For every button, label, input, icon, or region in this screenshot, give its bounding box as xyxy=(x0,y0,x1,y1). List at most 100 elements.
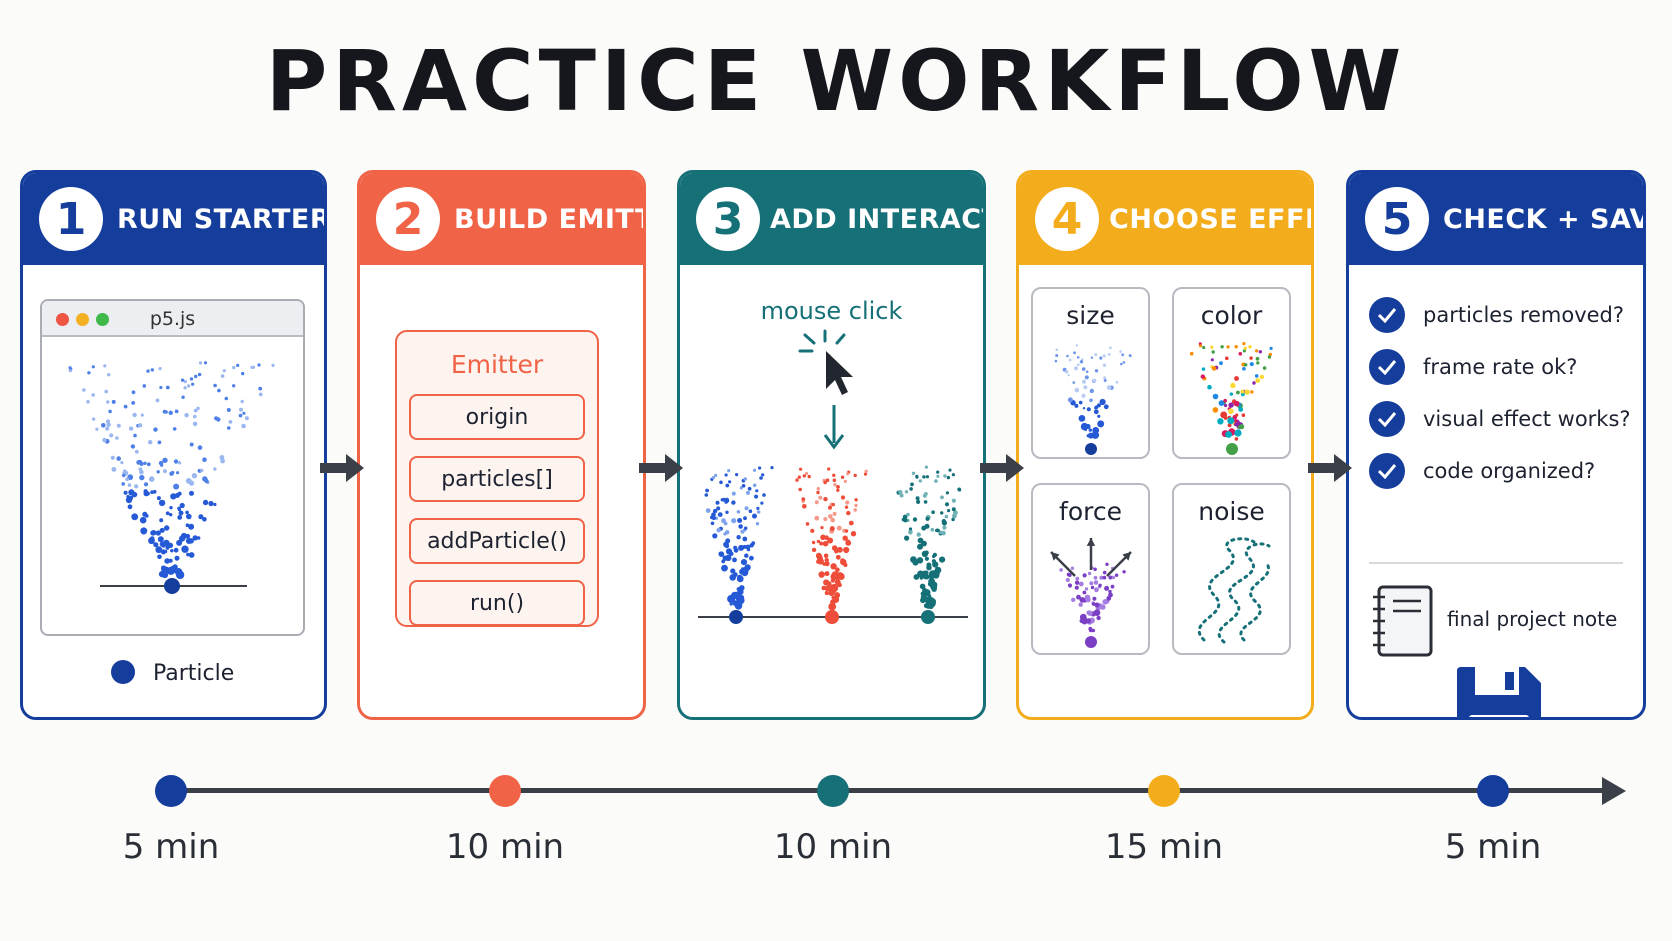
particle-dot xyxy=(1078,602,1083,607)
particle-dot xyxy=(762,493,766,497)
particle-dot xyxy=(103,364,107,368)
check-icon xyxy=(1369,401,1405,437)
particle-dot xyxy=(153,542,159,548)
particle-dot xyxy=(157,536,164,543)
maximize-dot-icon xyxy=(96,313,109,326)
particle-dot xyxy=(823,480,827,485)
particle-dot xyxy=(837,582,842,588)
particle-dot xyxy=(208,500,214,507)
particle-dot xyxy=(922,475,926,479)
particle-dot xyxy=(917,570,924,578)
particle-dot xyxy=(944,514,949,519)
noise-effect-graphic xyxy=(1197,537,1271,644)
particle-dot xyxy=(101,423,106,428)
particle-dot xyxy=(161,565,166,571)
particle-dot xyxy=(1220,411,1228,419)
particle-dot xyxy=(123,490,128,495)
particle-dot xyxy=(829,526,835,532)
particle-dot xyxy=(739,486,743,490)
particle-dot xyxy=(742,566,749,573)
window-titlebar: p5.js xyxy=(42,301,303,337)
particle-dot xyxy=(850,531,857,537)
timeline-dot xyxy=(155,775,187,807)
particle-dot xyxy=(1070,566,1075,570)
particle-dot xyxy=(232,384,236,388)
particle-dot xyxy=(1073,351,1076,355)
particle-dot xyxy=(736,535,741,540)
particle-dot xyxy=(236,363,240,367)
particle-dot xyxy=(741,484,746,488)
particle-dot xyxy=(1103,404,1109,410)
particle-dot xyxy=(180,378,185,382)
particle-dot xyxy=(258,386,263,391)
particle-dot xyxy=(832,478,837,483)
particle-dot xyxy=(725,483,730,488)
particle-dot xyxy=(936,474,940,478)
timeline-duration: 15 min xyxy=(1104,827,1224,867)
particle-dot xyxy=(1065,577,1070,583)
particle-dot xyxy=(915,496,920,501)
particle-dot xyxy=(131,491,138,498)
particle-dot xyxy=(1114,573,1119,577)
particle-dot xyxy=(824,591,829,596)
particle-dot xyxy=(1093,580,1099,585)
particle-dot xyxy=(756,506,760,510)
particle-dot xyxy=(220,374,225,378)
particle-dot xyxy=(139,474,145,481)
particle-dot xyxy=(129,495,134,500)
step-number: 3 xyxy=(696,187,760,251)
particle-dot xyxy=(1097,420,1105,428)
particle-dot xyxy=(1055,348,1059,352)
particle-dot xyxy=(1087,571,1092,576)
particle-dot xyxy=(157,440,162,445)
particle-dot xyxy=(721,564,728,572)
particle-dot xyxy=(748,509,753,513)
particle-dot xyxy=(123,404,128,409)
particle-dot xyxy=(176,471,180,475)
check-icon xyxy=(1369,453,1405,489)
particle-dot xyxy=(106,400,110,404)
particle-dot xyxy=(1074,403,1079,408)
particle-dot xyxy=(1088,628,1093,633)
particle-dot xyxy=(840,558,847,566)
step-title: CHECK + SAVE xyxy=(1443,203,1643,235)
particle-dot xyxy=(159,385,163,390)
particle-dot xyxy=(1078,581,1084,587)
particle-dot xyxy=(753,468,757,472)
particle-dot xyxy=(1079,360,1084,364)
particle-dot xyxy=(1121,353,1125,357)
particle-dot xyxy=(203,361,208,365)
particle-dot xyxy=(165,511,170,516)
particle-dot xyxy=(924,570,929,575)
particle-dot xyxy=(164,558,170,564)
particle-dot xyxy=(121,482,125,486)
particle-dot xyxy=(242,411,246,415)
particle-dot xyxy=(736,575,744,583)
particle-dot xyxy=(723,521,728,526)
particle-dot xyxy=(824,561,830,567)
particle-dot xyxy=(188,538,194,544)
particle-dot xyxy=(137,423,143,428)
particle-dot xyxy=(924,465,928,469)
particle-dot xyxy=(744,553,749,558)
particle-dot xyxy=(1074,580,1080,585)
particle-dot xyxy=(191,382,195,386)
particle-dot xyxy=(127,504,133,510)
particle-dot xyxy=(219,455,225,460)
particle-dot xyxy=(820,526,824,530)
step-header: 5 CHECK + SAVE xyxy=(1349,173,1643,265)
particle-dot xyxy=(168,410,173,415)
arrow-right-icon xyxy=(980,454,1024,482)
particle-dot xyxy=(951,517,955,522)
particle-dot xyxy=(1078,415,1086,422)
particle-dot xyxy=(271,363,275,367)
particle-dot xyxy=(1092,427,1100,434)
particle-dot xyxy=(1244,389,1250,395)
particle-dot xyxy=(222,369,226,373)
particle-dot xyxy=(754,494,759,499)
particle-dot xyxy=(87,371,91,375)
particle-legend-icon xyxy=(111,660,135,684)
particle-dot xyxy=(854,498,858,502)
particle-dot xyxy=(724,497,730,502)
particle-dot xyxy=(158,499,166,507)
